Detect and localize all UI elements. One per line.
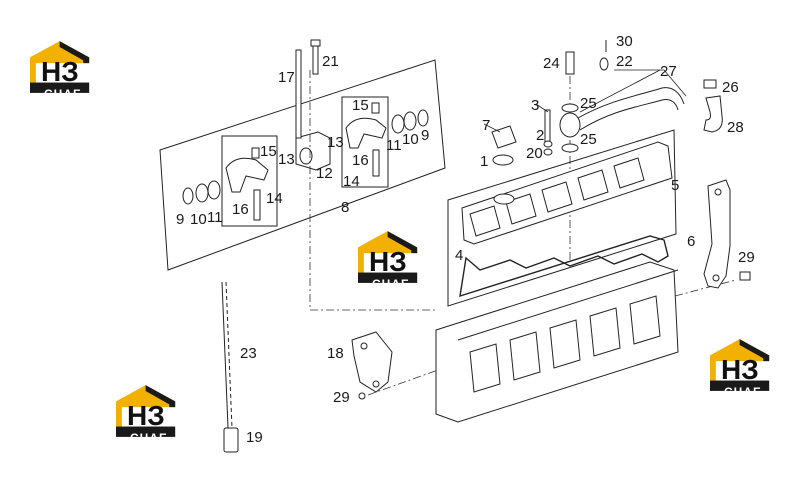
svg-text:СНАБ: СНАБ — [130, 431, 169, 445]
label-1: 1 — [480, 153, 488, 170]
label-5: 5 — [671, 177, 679, 194]
label-22: 22 — [616, 53, 633, 70]
label-19: 19 — [246, 429, 263, 446]
watermark-logo-center: НЗ СНАБ — [358, 231, 418, 291]
watermark-logo-bottom-left: НЗ СНАБ — [116, 385, 176, 445]
label-9a: 9 — [176, 211, 184, 228]
label-16b: 16 — [352, 152, 369, 169]
label-13b: 13 — [327, 134, 344, 151]
label-11b: 11 — [386, 137, 402, 154]
label-20: 20 — [526, 145, 543, 162]
label-21: 21 — [322, 53, 339, 70]
push-rod — [221, 281, 239, 453]
label-16a: 16 — [232, 201, 249, 218]
label-10b: 10 — [402, 131, 419, 148]
label-26: 26 — [722, 79, 739, 96]
lifting-bracket-right — [703, 179, 751, 289]
watermark-logo-top-left: НЗ СНАБ — [30, 41, 90, 101]
svg-text:НЗ: НЗ — [127, 400, 165, 431]
rocker-arm-right — [345, 102, 429, 177]
label-7: 7 — [482, 117, 490, 134]
svg-text:СНАБ: СНАБ — [724, 385, 763, 399]
label-29b: 29 — [738, 249, 755, 266]
breather-hose — [577, 79, 723, 133]
lifting-bracket-left — [351, 331, 393, 400]
breather-parts — [491, 40, 609, 166]
svg-text:НЗ: НЗ — [41, 56, 79, 87]
label-10a: 10 — [190, 211, 207, 228]
label-18: 18 — [327, 345, 344, 362]
label-14a: 14 — [266, 190, 283, 207]
label-11a: 11 — [207, 209, 223, 226]
callout-labels: 1 2 3 4 5 6 7 8 9 9 10 10 11 11 12 13 13… — [176, 33, 755, 446]
label-27: 27 — [660, 63, 677, 80]
label-28: 28 — [727, 119, 744, 136]
label-6: 6 — [687, 233, 695, 250]
valve-cover-gasket — [459, 235, 669, 298]
label-15a: 15 — [260, 143, 277, 160]
watermark-logo-right: НЗ СНАБ — [710, 339, 770, 399]
label-15b: 15 — [352, 97, 369, 114]
label-4: 4 — [455, 247, 463, 264]
label-24: 24 — [543, 55, 560, 72]
label-9b: 9 — [421, 127, 429, 144]
leader-lines — [483, 69, 687, 133]
svg-text:НЗ: НЗ — [721, 354, 759, 385]
assembly-centerlines — [309, 60, 737, 396]
valve-cover — [461, 141, 673, 245]
rocker-arm-left — [182, 147, 269, 221]
rocker-panel — [159, 59, 446, 271]
label-12: 12 — [316, 165, 333, 182]
label-23: 23 — [240, 345, 257, 362]
svg-text:НЗ: НЗ — [369, 246, 407, 277]
label-8: 8 — [341, 199, 349, 216]
label-3: 3 — [531, 97, 539, 114]
label-30: 30 — [616, 33, 633, 50]
label-13a: 13 — [278, 151, 295, 168]
label-17: 17 — [278, 69, 295, 86]
rocker-shaft-support — [295, 39, 331, 171]
label-29a: 29 — [333, 389, 350, 406]
svg-text:СНАБ: СНАБ — [44, 87, 83, 101]
cylinder-head — [435, 261, 679, 423]
label-25b: 25 — [580, 131, 597, 148]
label-25a: 25 — [580, 95, 597, 112]
svg-text:СНАБ: СНАБ — [372, 277, 411, 291]
valve-cover-panel — [447, 129, 677, 307]
label-2: 2 — [536, 127, 544, 144]
label-14b: 14 — [343, 173, 360, 190]
